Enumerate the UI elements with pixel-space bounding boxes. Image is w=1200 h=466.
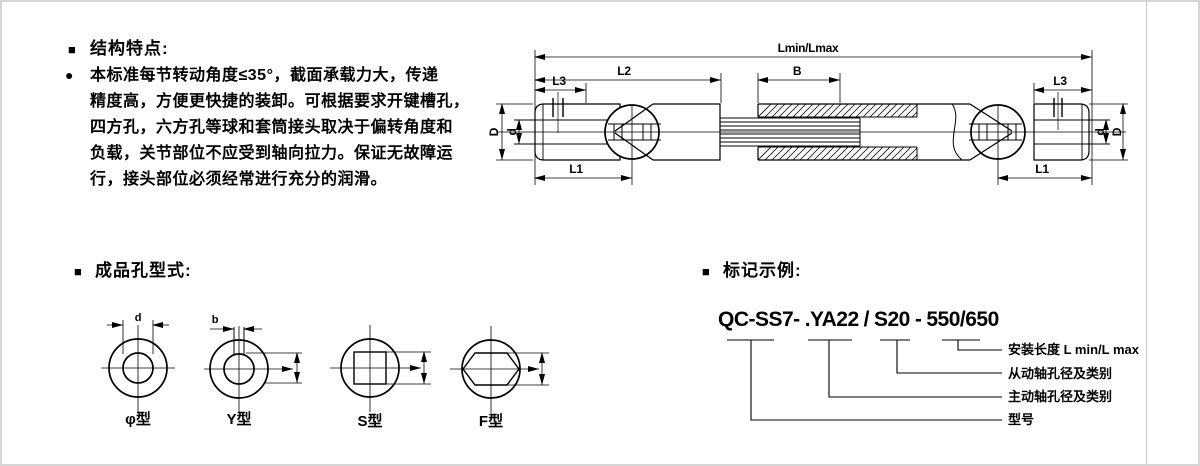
- marking-code-length: 550/650: [926, 308, 999, 331]
- dim-label-l3-left: L3: [552, 74, 566, 88]
- marking-label-install-length: 安装长度 L min/L max: [1008, 342, 1139, 357]
- holes-heading: 成品孔型式:: [95, 261, 192, 280]
- feature-line: 本标准每节转动角度≤35°，截面承载力大，传递: [90, 67, 439, 84]
- dim-label-d-right: d: [1093, 128, 1107, 136]
- features-section-marker: ■: [68, 42, 76, 57]
- page-edge-rule: [1146, 2, 1147, 464]
- holes-section-marker: ■: [74, 264, 82, 279]
- dim-label-hole-d: d: [134, 312, 142, 324]
- marking-label-drive-hole: 主动轴孔径及类别: [1008, 389, 1113, 404]
- feature-line: 四方孔，六方孔等球和套筒接头取决于偏转角度和: [90, 119, 454, 136]
- feature-line: 行，接头部位必须经常进行充分的润滑。: [90, 171, 388, 188]
- hole-type-phi: [101, 320, 175, 412]
- universal-joint-drawing: [496, 50, 1128, 185]
- marking-label-driven-hole: 从动轴孔径及类别: [1008, 366, 1113, 381]
- features-heading: 结构特点:: [90, 39, 169, 58]
- marking-label-model: 型号: [1008, 412, 1035, 427]
- marking-section-marker: ■: [702, 264, 710, 279]
- hole-type-diagrams: [101, 320, 549, 413]
- marking-heading: 标记示例:: [723, 261, 802, 280]
- marking-code-separator: /: [863, 308, 870, 331]
- hole-type-y: [204, 326, 302, 413]
- dim-label-D-left: D: [487, 127, 501, 137]
- dim-label-l2: L2: [617, 64, 631, 78]
- sleeve-hatch-top: [757, 103, 918, 118]
- marking-callouts: [727, 339, 1002, 421]
- marking-code: QC-SS7- .YA22 / S20 - 550/650: [718, 308, 999, 332]
- dim-label-l3-right: L3: [1053, 74, 1067, 88]
- hole-type-f: [450, 326, 549, 413]
- dim-label-l1-right: L1: [1035, 162, 1049, 176]
- hole-type-label-f: F型: [478, 413, 504, 430]
- hole-type-label-s: S型: [357, 413, 383, 430]
- feature-line: 精度高，方便更快捷的装卸。可根据要求开键槽孔，: [90, 93, 470, 110]
- dim-label-hole-b: b: [211, 314, 219, 326]
- marking-code-model: QC-SS7-: [718, 308, 800, 331]
- sleeve-hatch-bottom: [757, 146, 918, 161]
- hole-type-label-y: Y型: [226, 411, 252, 428]
- features-bullet-icon: ●: [65, 67, 74, 83]
- marking-code-driven-hole: S20: [873, 308, 910, 331]
- marking-code-drive-hole: .YA22: [804, 308, 859, 331]
- feature-line: 负载，关节部位不应受到轴向拉力。保证无故障运: [90, 145, 454, 162]
- dim-label-D-right: D: [1110, 127, 1124, 137]
- dim-label-b: B: [792, 64, 802, 78]
- hole-type-label-phi: φ型: [125, 411, 151, 428]
- marking-code-dash: -: [914, 308, 922, 331]
- dim-label-l1-left: L1: [569, 162, 583, 176]
- dim-label-d-left: d: [505, 128, 519, 136]
- hole-type-s: [330, 325, 431, 412]
- dim-label-overall-length: Lmin/Lmax: [777, 41, 839, 55]
